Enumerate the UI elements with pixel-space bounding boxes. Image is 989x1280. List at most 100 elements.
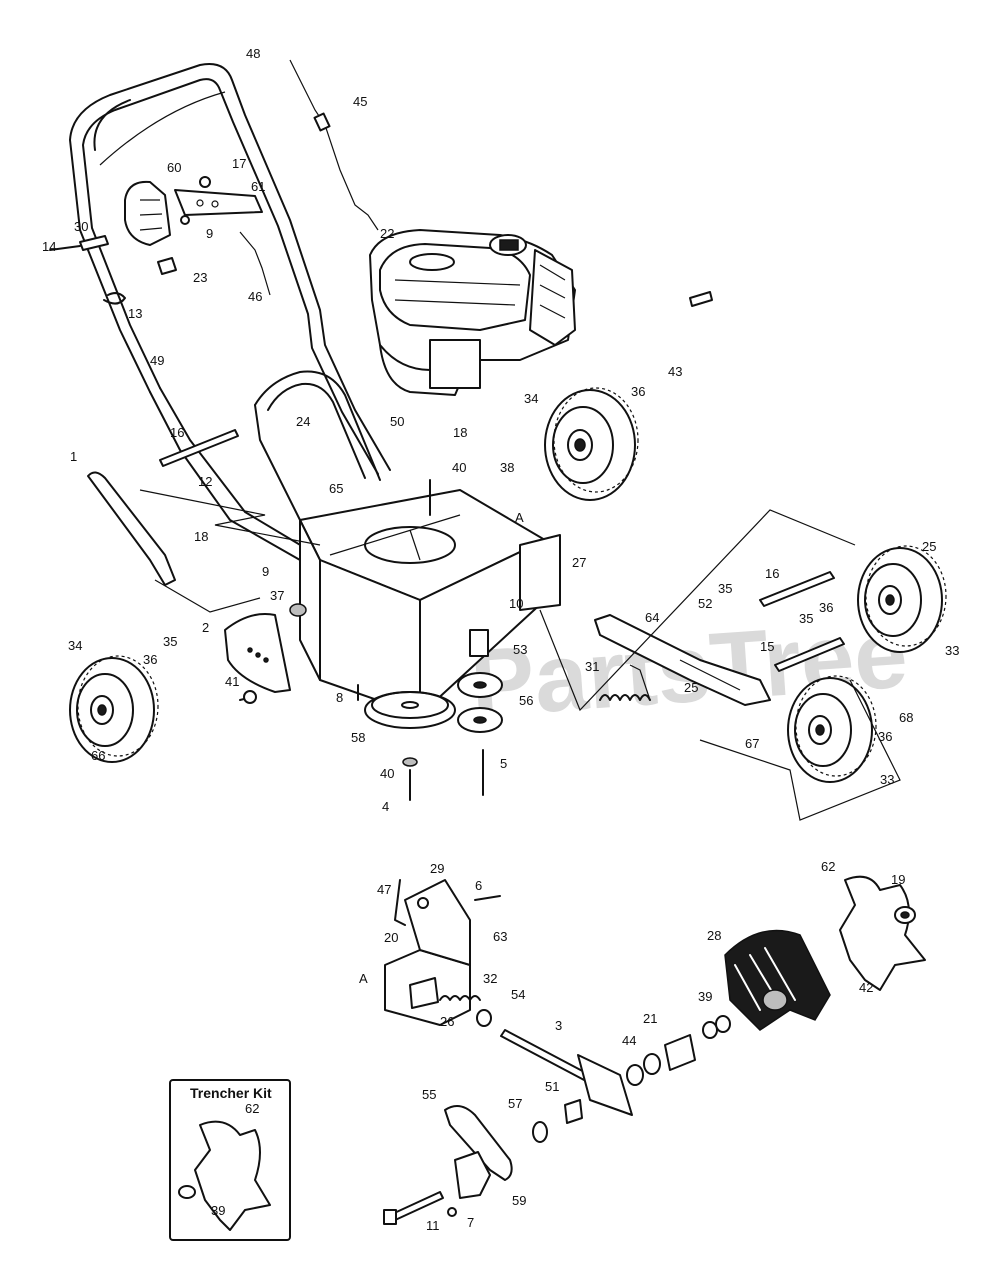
callout-25: 25 <box>684 680 698 695</box>
callout-38: 38 <box>500 460 514 475</box>
spring-31 <box>599 664 651 701</box>
callout-18: 18 <box>194 529 208 544</box>
callout-11: 11 <box>426 1218 440 1233</box>
axles <box>87 291 845 672</box>
callout-48: 48 <box>246 46 260 61</box>
callout-A: A <box>515 510 524 525</box>
callout-28: 28 <box>707 928 721 943</box>
spring-32 <box>439 995 481 1001</box>
callout-59: 59 <box>512 1193 526 1208</box>
callout-35: 35 <box>799 611 813 626</box>
shaft-3 <box>476 1009 591 1082</box>
callout-14: 14 <box>42 239 56 254</box>
callout-60: 60 <box>167 160 181 175</box>
callout-33: 33 <box>945 643 959 658</box>
callout-13: 13 <box>128 306 142 321</box>
callout-2: 2 <box>202 620 209 635</box>
callout-5: 5 <box>500 756 507 771</box>
callout-6: 6 <box>475 878 482 893</box>
callout-58: 58 <box>351 730 365 745</box>
callout-7: 7 <box>467 1215 474 1230</box>
callout-31: 31 <box>585 659 599 674</box>
callout-1: 1 <box>70 449 77 464</box>
callout-40: 40 <box>380 766 394 781</box>
bolt-11 <box>383 1191 457 1225</box>
blade-62 <box>839 875 926 991</box>
callout-34: 34 <box>524 391 538 406</box>
callout-21: 21 <box>643 1011 657 1026</box>
callout-34: 34 <box>68 638 82 653</box>
throttle-cable <box>239 59 379 296</box>
callout-23: 23 <box>193 270 207 285</box>
engine <box>369 229 576 396</box>
callout-3: 3 <box>555 1018 562 1033</box>
callout-45: 45 <box>353 94 367 109</box>
callout-16: 16 <box>170 425 184 440</box>
callout-37: 37 <box>270 588 284 603</box>
belt-55 <box>444 1105 513 1181</box>
callout-10: 10 <box>509 596 523 611</box>
callout-52: 52 <box>698 596 712 611</box>
callout-61: 61 <box>251 179 265 194</box>
callout-22: 22 <box>380 226 394 241</box>
bearings <box>532 1015 731 1143</box>
trencher-kit-inset: Trencher Kit <box>169 1079 291 1241</box>
callout-39: 39 <box>698 989 712 1004</box>
callout-51: 51 <box>545 1079 559 1094</box>
callout-35: 35 <box>718 581 732 596</box>
callout-36: 36 <box>143 652 157 667</box>
throttle-control <box>124 180 263 246</box>
upper-handle <box>69 63 391 475</box>
callout-36: 36 <box>878 729 892 744</box>
callout-8: 8 <box>336 690 343 705</box>
callout-25: 25 <box>922 539 936 554</box>
callout-50: 50 <box>390 414 404 429</box>
callout-66: 66 <box>91 748 105 763</box>
callout-40: 40 <box>452 460 466 475</box>
callout-39: 39 <box>211 1203 225 1218</box>
blade-guard-28 <box>724 929 831 1031</box>
callout-49: 49 <box>150 353 164 368</box>
callout-32: 32 <box>483 971 497 986</box>
callout-54: 54 <box>511 987 525 1002</box>
callout-67: 67 <box>745 736 759 751</box>
callout-62: 62 <box>821 859 835 874</box>
callout-24: 24 <box>296 414 310 429</box>
callout-9: 9 <box>206 226 213 241</box>
spindle-housing-26 <box>384 879 501 1026</box>
callout-56: 56 <box>519 693 533 708</box>
callout-55: 55 <box>422 1087 436 1102</box>
callout-44: 44 <box>622 1033 636 1048</box>
reference-outlines <box>139 489 901 821</box>
idler-bracket <box>454 1151 491 1199</box>
callout-57: 57 <box>508 1096 522 1111</box>
callout-12: 12 <box>198 474 212 489</box>
wheel-right-front <box>857 545 947 653</box>
callout-35: 35 <box>163 634 177 649</box>
callout-53: 53 <box>513 642 527 657</box>
pulleys <box>364 629 503 733</box>
callout-62: 62 <box>245 1101 259 1116</box>
callout-18: 18 <box>453 425 467 440</box>
callout-41: 41 <box>225 674 239 689</box>
callout-68: 68 <box>899 710 913 725</box>
trencher-kit-title: Trencher Kit <box>190 1085 272 1101</box>
frame-deck <box>299 489 561 716</box>
callout-A: A <box>359 971 368 986</box>
callout-9: 9 <box>262 564 269 579</box>
axle-bracket-64 <box>594 614 771 706</box>
callout-16: 16 <box>765 566 779 581</box>
callout-43: 43 <box>668 364 682 379</box>
callout-63: 63 <box>493 929 507 944</box>
callout-36: 36 <box>631 384 645 399</box>
callout-26: 26 <box>440 1014 454 1029</box>
callout-46: 46 <box>248 289 262 304</box>
height-adjust-plate <box>224 603 307 693</box>
callout-4: 4 <box>382 799 389 814</box>
callout-36: 36 <box>819 600 833 615</box>
callout-42: 42 <box>859 980 873 995</box>
callout-29: 29 <box>430 861 444 876</box>
callout-20: 20 <box>384 930 398 945</box>
